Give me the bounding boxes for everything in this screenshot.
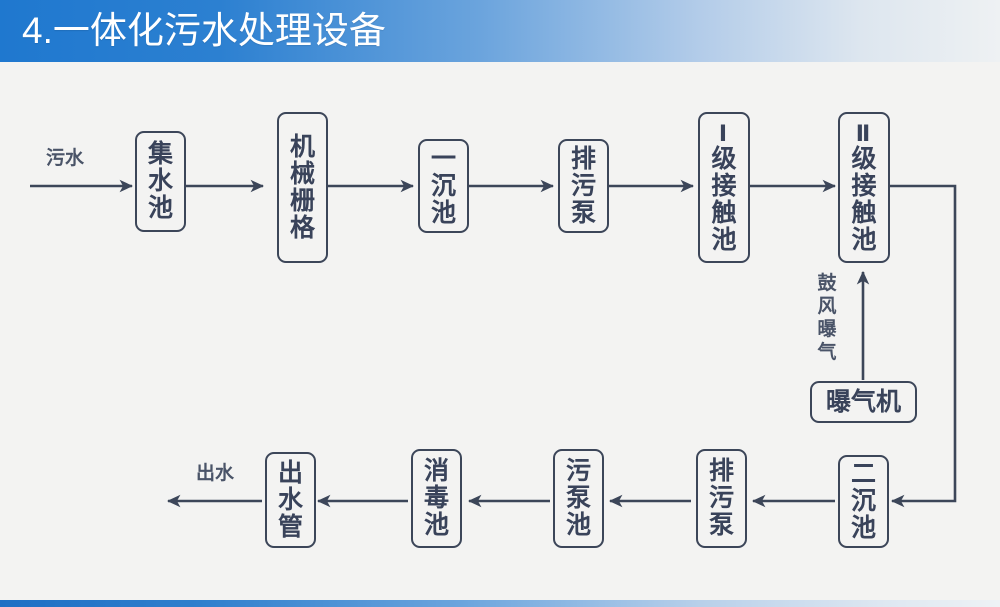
slide-footer-bar bbox=[0, 600, 1000, 607]
node-primary-settling-label: 一 沉 池 bbox=[430, 144, 456, 227]
node-contact-tank-1[interactable]: Ⅰ 级 接 触 池 bbox=[698, 112, 750, 263]
label-inlet: 污水 bbox=[46, 148, 85, 169]
node-sewage-pump-bottom[interactable]: 排 污 泵 bbox=[696, 449, 747, 548]
node-collect-tank[interactable]: 集 水 池 bbox=[135, 131, 186, 232]
node-contact-tank-1-roman: Ⅰ bbox=[718, 121, 730, 146]
node-contact-tank-2-label: 级 接 触 池 bbox=[851, 145, 877, 254]
node-outlet-pipe[interactable]: 出 水 管 bbox=[265, 452, 316, 548]
node-aerator-label: 曝气机 bbox=[825, 387, 901, 416]
node-pump-tank-label: 污 泵 池 bbox=[565, 457, 591, 539]
node-sewage-pump-top-label: 排 污 泵 bbox=[570, 144, 596, 227]
node-mechanical-grille[interactable]: 机 械 栅 格 bbox=[277, 112, 328, 263]
node-sewage-pump-top[interactable]: 排 污 泵 bbox=[558, 139, 609, 233]
node-secondary-settling[interactable]: 二 沉 池 bbox=[838, 455, 889, 548]
node-aerator[interactable]: 曝气机 bbox=[810, 381, 917, 423]
arrow-contact2-to-secondary bbox=[889, 184, 957, 508]
node-secondary-settling-label: 二 沉 池 bbox=[850, 460, 876, 542]
node-outlet-pipe-label: 出 水 管 bbox=[277, 458, 303, 541]
node-mechanical-grille-label: 机 械 栅 格 bbox=[289, 132, 315, 242]
node-collect-tank-label: 集 水 池 bbox=[147, 140, 173, 222]
label-outlet: 出水 bbox=[196, 463, 235, 484]
node-disinfection-tank-label: 消 毒 池 bbox=[423, 457, 449, 539]
node-disinfection-tank[interactable]: 消 毒 池 bbox=[411, 449, 462, 548]
node-contact-tank-2[interactable]: Ⅱ 级 接 触 池 bbox=[838, 112, 890, 263]
node-contact-tank-2-roman: Ⅱ bbox=[855, 121, 873, 146]
node-primary-settling[interactable]: 一 沉 池 bbox=[418, 139, 469, 233]
page-title: 4.一体化污水处理设备 bbox=[22, 10, 386, 51]
slide-header-bar: 4.一体化污水处理设备 bbox=[0, 0, 1000, 62]
label-blower-aeration: 鼓 风 曝 气 bbox=[817, 273, 837, 363]
node-contact-tank-1-label: 级 接 触 池 bbox=[711, 145, 737, 254]
node-sewage-pump-bottom-label: 排 污 泵 bbox=[708, 457, 734, 539]
node-pump-tank[interactable]: 污 泵 池 bbox=[553, 449, 604, 548]
